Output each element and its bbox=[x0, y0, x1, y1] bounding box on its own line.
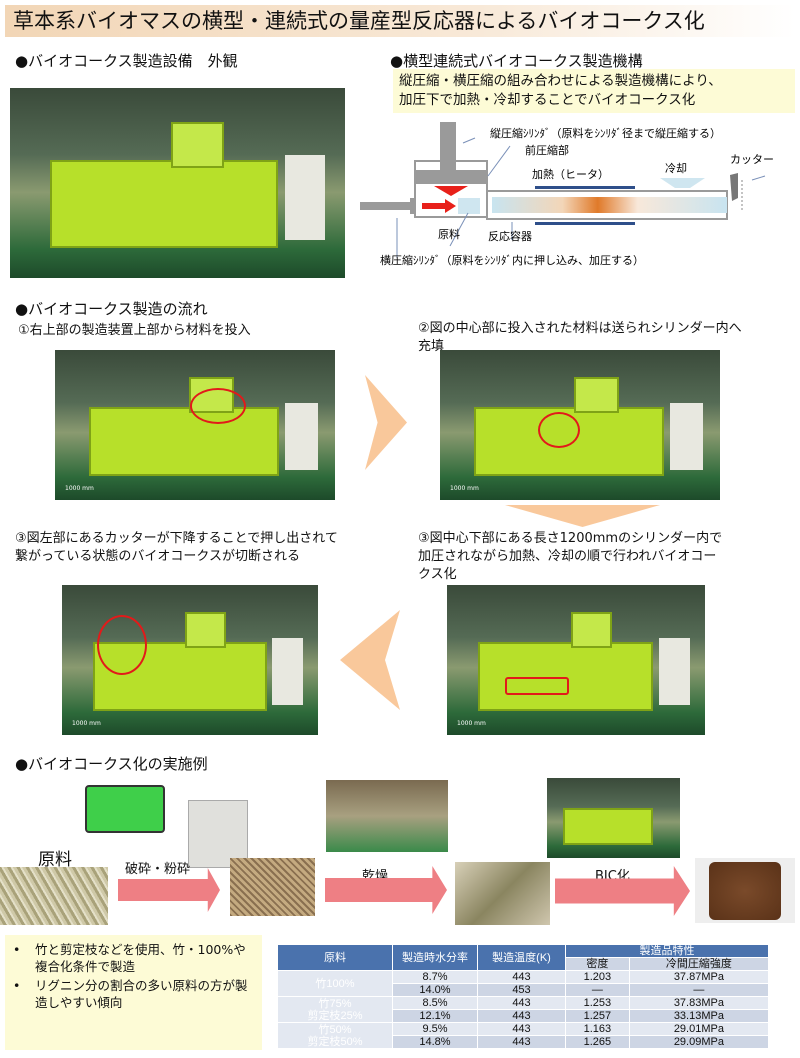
cutter-icon bbox=[730, 173, 738, 201]
section-heading-mechanism: ●横型連続式バイオコークス製造機構 bbox=[390, 52, 643, 70]
table-cell: 1.265 bbox=[565, 1035, 630, 1049]
biocoke-product-photo bbox=[695, 858, 795, 923]
table-cell: — bbox=[628, 983, 770, 997]
table-cell: 1.203 bbox=[565, 970, 630, 984]
crushed-material-photo bbox=[230, 858, 315, 916]
equipment-photo bbox=[10, 88, 345, 278]
highlight-circle bbox=[97, 615, 147, 675]
flow-arrow-right bbox=[365, 375, 407, 470]
step-1-text: ①右上部の製造装置上部から材料を投入 bbox=[18, 323, 251, 338]
heater-top bbox=[535, 186, 635, 189]
header-strength: 冷間圧縮強度 bbox=[628, 957, 770, 971]
table-cell: 443 bbox=[477, 996, 566, 1010]
raw-label: 原料 bbox=[38, 850, 72, 870]
table-cell: — bbox=[565, 983, 630, 997]
table-cell: 33.13MPa bbox=[628, 1009, 770, 1023]
step-4-photo: 1000 mm bbox=[447, 585, 705, 735]
label-cutter: カッター bbox=[730, 153, 774, 166]
label-raw: 原料 bbox=[438, 227, 460, 241]
highlight-circle bbox=[538, 412, 580, 448]
step-2-text: ②図の中心部に投入された材料は送られシリンダー内へ充填 bbox=[418, 321, 742, 354]
bullet-item: •リグニン分の割合の多い原料の方が製造しやすい傾向 bbox=[13, 977, 254, 1011]
table-cell: 443 bbox=[477, 1009, 566, 1023]
down-arrow-icon bbox=[434, 186, 468, 196]
vertical-ram bbox=[440, 122, 456, 172]
step-2-photo: 1000 mm bbox=[440, 350, 720, 500]
scale-bar: 1000 mm bbox=[457, 720, 486, 727]
table-cell: 14.0% bbox=[392, 983, 478, 997]
flow-arrow-down bbox=[505, 505, 660, 527]
label-cooling: 冷却 bbox=[665, 162, 687, 175]
dried-material-photo bbox=[455, 862, 550, 925]
bullet-item: •竹と剪定枝などを使用、竹・100%や複合化条件で製造 bbox=[13, 941, 254, 975]
mechanism-description: 縦圧縮・横圧縮の組み合わせによる製造機構により、 加圧下で加熱・冷却することでバ… bbox=[393, 69, 795, 113]
section-heading-flow: ●バイオコークス製造の流れ bbox=[15, 300, 208, 318]
label-vertical-cylinder: 縦圧縮ｼﾘﾝﾀﾞ（原料をｼﾝﾘﾀﾞ径まで縦圧縮する） bbox=[490, 126, 721, 140]
table-cell: 1.163 bbox=[565, 1022, 630, 1036]
notes-box: •竹と剪定枝などを使用、竹・100%や複合化条件で製造 •リグニン分の割合の多い… bbox=[5, 935, 262, 1050]
header-props: 製造品特性 bbox=[565, 944, 769, 958]
horizontal-ram bbox=[360, 202, 412, 210]
table-cell: 29.01MPa bbox=[628, 1022, 770, 1036]
mechanism-diagram: 縦圧縮ｼﾘﾝﾀﾞ（原料をｼﾝﾘﾀﾞ径まで縦圧縮する） 前圧縮部 加熱（ヒータ） … bbox=[360, 122, 774, 267]
table-cell: 37.83MPa bbox=[628, 996, 770, 1010]
table-cell: 1.253 bbox=[565, 996, 630, 1010]
table-cell: 443 bbox=[477, 1022, 566, 1036]
scale-bar: 1000 mm bbox=[72, 720, 101, 727]
header-moisture: 製造時水分率 bbox=[392, 944, 478, 971]
heater-bottom bbox=[535, 222, 635, 225]
table-cell: 443 bbox=[477, 970, 566, 984]
step-3-photo: 1000 mm bbox=[62, 585, 318, 735]
page-title: 草本系バイオマスの横型・連続式の量産型反応器によるバイオコークス化 bbox=[5, 5, 795, 37]
grinder-machine-photo bbox=[188, 800, 248, 868]
header-material: 原料 bbox=[277, 944, 393, 971]
flow-arrow-left bbox=[340, 610, 400, 710]
section-heading-example: ●バイオコークス化の実施例 bbox=[15, 755, 208, 773]
crusher-machine-photo bbox=[85, 785, 165, 833]
material-cell: 竹100% bbox=[277, 970, 393, 997]
table-cell: 443 bbox=[477, 1035, 566, 1049]
table-cell: 8.5% bbox=[392, 996, 478, 1010]
table-cell: 14.8% bbox=[392, 1035, 478, 1049]
dryer-photo bbox=[326, 780, 448, 852]
step-4-text: ③図中心下部にある長さ1200mmのシリンダー内で加圧されながら加熱、冷却の順で… bbox=[418, 531, 723, 582]
bic-plant-photo bbox=[547, 778, 680, 858]
header-density: 密度 bbox=[565, 957, 630, 971]
table-cell: 37.87MPa bbox=[628, 970, 770, 984]
bullet-text: リグニン分の割合の多い原料の方が製造しやすい傾向 bbox=[35, 978, 248, 1010]
material-cell: 竹75% 剪定枝25% bbox=[277, 996, 393, 1023]
mechanism-line-2: 加圧下で加熱・冷却することでバイオコークス化 bbox=[399, 92, 696, 108]
table-cell: 8.7% bbox=[392, 970, 478, 984]
step-3-text: ③図左部にあるカッターが下降することで押し出されて繋がっている状態のバイオコーク… bbox=[15, 531, 338, 564]
table-cell: 29.09MPa bbox=[628, 1035, 770, 1049]
table-cell: 453 bbox=[477, 983, 566, 997]
table-cell: 12.1% bbox=[392, 1009, 478, 1023]
results-table: 原料製造時水分率製造温度(K)製造品特性 密度冷間圧縮強度 竹100%8.7%4… bbox=[277, 944, 770, 1049]
raw-material-photo bbox=[0, 867, 108, 925]
table-cell: 1.257 bbox=[565, 1009, 630, 1023]
crush-label: 破砕・粉砕 bbox=[125, 862, 191, 877]
header-temp: 製造温度(K) bbox=[477, 944, 566, 971]
section-heading-equipment: ●バイオコークス製造設備 外観 bbox=[15, 52, 238, 70]
cooling-icon bbox=[660, 178, 705, 188]
label-reactor: 反応容器 bbox=[488, 229, 532, 243]
label-heating: 加熱（ヒータ） bbox=[532, 168, 609, 181]
scale-bar: 1000 mm bbox=[65, 485, 94, 492]
label-horizontal-cylinder: 横圧縮ｼﾘﾝﾀﾞ（原料をｼﾝﾘﾀﾞ内に押し込み、加圧する） bbox=[380, 253, 644, 267]
table-cell: 9.5% bbox=[392, 1022, 478, 1036]
right-arrow-icon bbox=[422, 199, 456, 213]
bullet-text: 竹と剪定枝などを使用、竹・100%や複合化条件で製造 bbox=[35, 942, 246, 974]
scale-bar: 1000 mm bbox=[450, 485, 479, 492]
step-1-photo: 1000 mm bbox=[55, 350, 335, 500]
mechanism-line-1: 縦圧縮・横圧縮の組み合わせによる製造機構により、 bbox=[399, 73, 722, 89]
highlight-rectangle bbox=[505, 677, 569, 695]
highlight-circle bbox=[190, 388, 246, 424]
label-pre-compression: 前圧縮部 bbox=[525, 143, 569, 157]
material-cell: 竹50% 剪定枝50% bbox=[277, 1022, 393, 1049]
